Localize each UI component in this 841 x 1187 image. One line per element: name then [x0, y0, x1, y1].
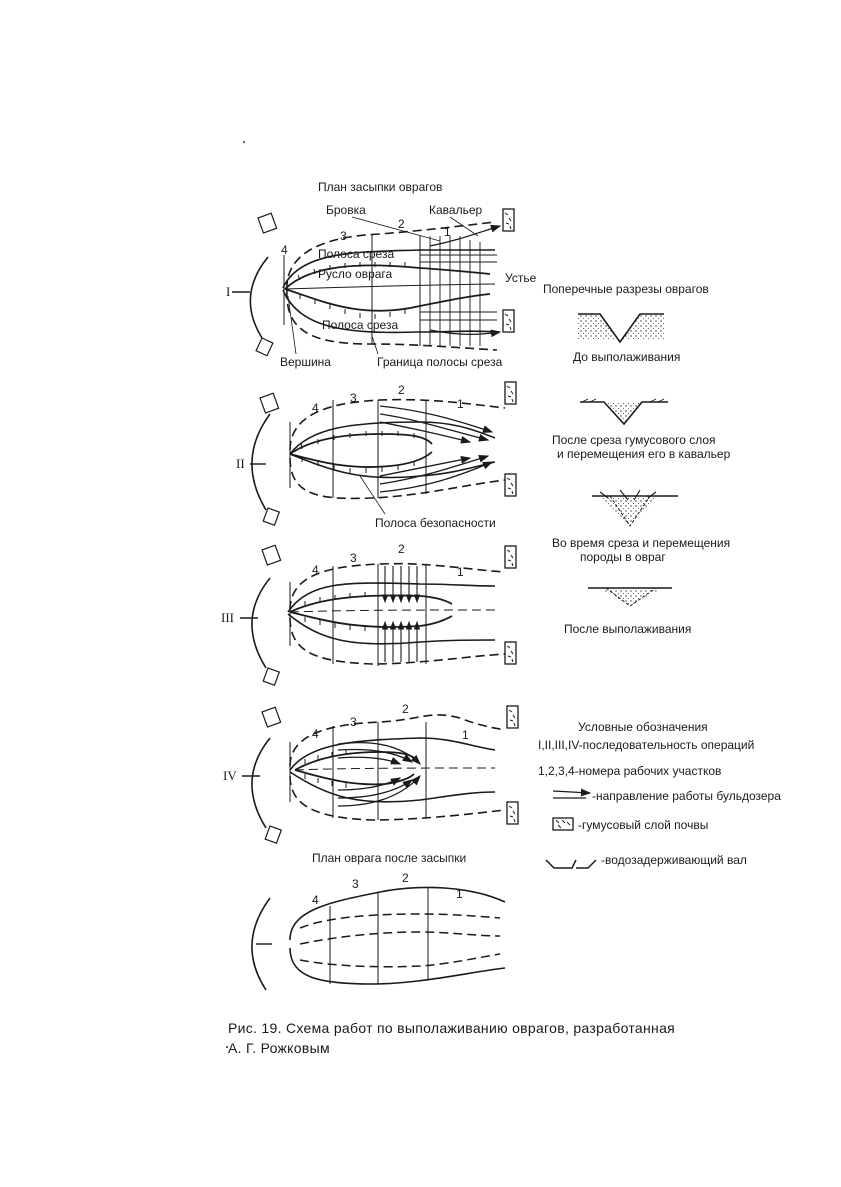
- cross-sections-title: Поперечные разрезы оврагов: [543, 282, 709, 296]
- label-brovka: Бровка: [326, 203, 366, 217]
- legend-sites: 1,2,3,4-номера рабочих участков: [538, 764, 721, 778]
- label-during-1: Во время среза и перемещения: [552, 536, 730, 550]
- label-strip-border: Граница полосы среза: [377, 355, 503, 369]
- section-3: 3: [350, 551, 357, 565]
- section-1: 1: [457, 565, 464, 579]
- section-4: 4: [312, 893, 319, 907]
- section-1: 1: [457, 397, 464, 411]
- label-strip-bottom: Полоса среза: [322, 318, 398, 332]
- label-apex: Вершина: [280, 355, 331, 369]
- label-mouth: Устье: [505, 271, 537, 285]
- panel-iii: III 2 3 4 1: [221, 542, 517, 687]
- figure-caption: Рис. 19. Схема работ по выполаживанию ов…: [228, 1018, 808, 1058]
- panel-i: План засыпки оврагов Бровка Кавальер I: [226, 180, 537, 369]
- arrow-icon: [552, 788, 592, 797]
- section-4: 4: [281, 243, 288, 257]
- humus-icon: [552, 817, 574, 831]
- section-1: 1: [444, 225, 451, 239]
- stage-i: I: [226, 284, 230, 299]
- dam-icon: [545, 859, 597, 869]
- panel-ii: II 2 3 4 1 Полоса безопасности: [236, 381, 517, 530]
- panel-after-fill: 2 3 4 1: [251, 871, 506, 991]
- after-plan-title: План оврага после засыпки: [312, 851, 466, 865]
- label-kavaler: Кавальер: [429, 203, 483, 217]
- section-1: 1: [462, 728, 469, 742]
- legend-title: Условные обозначения: [578, 720, 708, 734]
- label-strip-top: Полоса среза: [318, 247, 394, 261]
- section-4: 4: [312, 563, 319, 577]
- section-1: 1: [456, 887, 463, 901]
- speck: [226, 1046, 228, 1048]
- section-3: 3: [352, 877, 359, 891]
- speck: [243, 141, 245, 143]
- label-during-2: породы в овраг: [580, 550, 666, 564]
- label-channel: Русло оврага: [318, 267, 393, 281]
- legend-bulldozer: -направление работы бульдозера: [592, 789, 781, 803]
- dam-icon: [249, 256, 269, 339]
- caption-line-1: Рис. 19. Схема работ по выполаживанию ов…: [228, 1020, 676, 1036]
- legend: Условные обозначения I,II,III,IV-последо…: [538, 720, 781, 869]
- plan-title: План засыпки оврагов: [318, 180, 442, 194]
- cross-sections: Поперечные разрезы оврагов До выполажива…: [543, 282, 731, 636]
- section-4: 4: [312, 727, 319, 741]
- stage-ii: II: [236, 456, 245, 471]
- section-2: 2: [398, 383, 405, 397]
- legend-humus: -гумусовый слой почвы: [578, 818, 708, 832]
- label-safety-strip: Полоса безопасности: [375, 516, 496, 530]
- stage-iv: IV: [223, 768, 237, 783]
- legend-ops: I,II,III,IV-последовательность операций: [538, 738, 754, 752]
- section-2: 2: [402, 871, 409, 885]
- section-3: 3: [350, 715, 357, 729]
- panel-iv: IV 2 3 4 1 План оврага после засыпки: [223, 702, 519, 865]
- label-after-humus-1: После среза гумусового слоя: [552, 433, 716, 447]
- section-2: 2: [398, 542, 405, 556]
- caption-line-2: А. Г. Рожковым: [228, 1040, 330, 1056]
- section-4: 4: [312, 401, 319, 415]
- label-before: До выполаживания: [573, 350, 680, 364]
- section-2: 2: [398, 217, 405, 231]
- label-after: После выполаживания: [564, 622, 691, 636]
- stage-iii: III: [221, 610, 234, 625]
- legend-dam: -водозадерживающий вал: [601, 853, 747, 867]
- section-3: 3: [340, 229, 347, 243]
- section-3: 3: [350, 391, 357, 405]
- section-2: 2: [402, 702, 409, 716]
- label-after-humus-2: и перемещения его в кавальер: [557, 447, 731, 461]
